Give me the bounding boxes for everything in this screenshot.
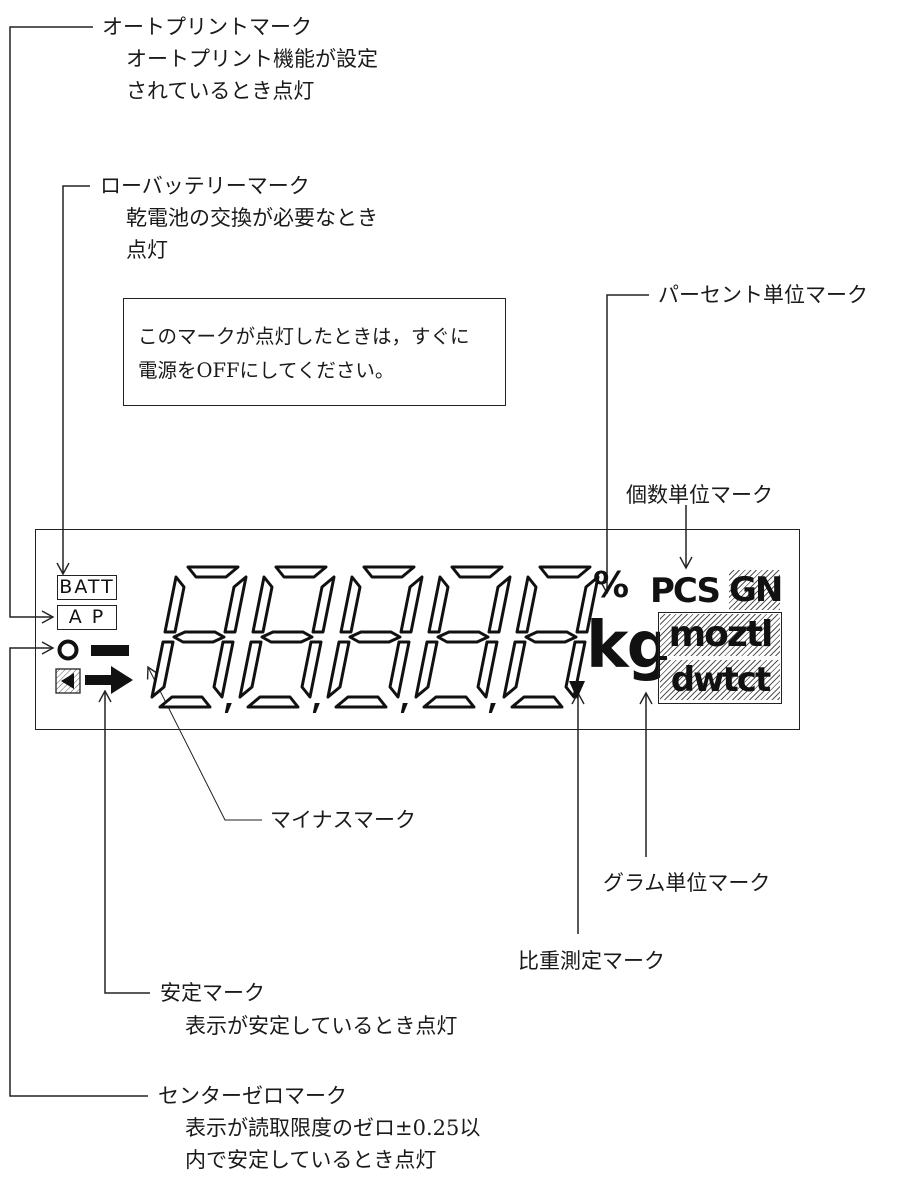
kg-indicator: kg [586,609,672,683]
warning-box: このマークが点灯したときは，すぐに 電源をOFFにしてください。 [123,298,506,406]
digit-3-segment-3 [388,640,411,699]
digit-1-segment-2 [223,575,248,634]
digit-4-segment-2 [487,575,512,634]
digit-1-segment-7 [172,630,226,644]
weight-units-frame [658,612,782,704]
pieces-unit-title: 個数単位マーク [626,483,773,507]
gn-indicator: GN [729,570,783,610]
dwtct-indicator: dwtct [660,660,780,700]
lcd-display-frame [35,529,800,730]
mozt-text: mozt [668,614,763,655]
autoprint-desc-line2: されているとき点灯 [126,79,315,103]
low-battery-desc-line2: 点灯 [126,238,168,262]
minus-icon [91,645,129,656]
digit-1 [150,565,248,713]
digit-2 [238,565,336,713]
specific-gravity-icon [569,681,585,699]
ap-indicator: A P [57,605,117,630]
low-battery-leader [56,185,90,576]
center-zero-leader [9,641,148,1097]
digit-2-segment-2 [311,575,336,634]
digit-2-segment-5 [238,640,263,699]
autoprint-title: オートプリントマーク [102,15,312,39]
digit-2-segment-4 [246,695,300,709]
percent-indicator: % [593,565,630,606]
digit-4-segment-6 [427,575,450,634]
percent-unit-title: パーセント単位マーク [658,283,868,307]
low-battery-title: ローバッテリーマーク [100,174,310,198]
ct-text: ct [736,660,771,700]
digit-2-segment-1 [274,565,328,579]
digit-5-segment-2 [575,575,600,634]
digit-3-segment-1 [362,565,416,579]
digit-2-segment-3 [300,640,323,699]
digit-3 [326,565,424,713]
decimal-comma-4 [488,703,496,713]
digit-4-segment-1 [450,565,504,579]
digit-1-segment-1 [186,565,240,579]
digit-5-segment-1 [538,565,592,579]
center-zero-title: センターゼロマーク [158,1084,347,1108]
decimal-comma-2 [312,703,320,713]
center-zero-desc-line1: 表示が読取限度のゼロ±0.25以 [185,1116,481,1140]
mozt-indicator: moztl [660,614,780,656]
digit-5-segment-5 [502,640,527,699]
gram-unit-title: グラム単位マーク [603,871,771,895]
minus-mark-title: マイナスマーク [270,808,416,832]
stable-leader [98,689,150,994]
digit-2-segment-6 [251,575,274,634]
center-zero-icon [57,639,79,661]
digit-1-segment-4 [158,695,212,709]
digit-1-segment-5 [150,640,175,699]
digit-4 [414,565,512,713]
digit-3-segment-5 [326,640,351,699]
l-text: l [761,614,773,655]
stable-arrow-icon [85,666,133,694]
digit-5-segment-6 [515,575,538,634]
dwt-text: dwt [670,660,739,700]
digit-3-segment-4 [334,695,388,709]
pcs-indicator: PCS [650,571,721,611]
digit-4-segment-3 [476,640,499,699]
digit-1-segment-3 [212,640,235,699]
low-battery-desc-line1: 乾電池の交換が必要なとき [126,206,378,230]
decimal-comma-1 [224,703,232,713]
autoprint-desc-line1: オートプリント機能が設定 [126,47,378,71]
digit-2-segment-7 [260,630,314,644]
percent-leader [600,294,649,595]
center-zero-desc-line2: 内で安定しているとき点灯 [185,1148,437,1172]
digit-4-segment-5 [414,640,439,699]
digit-5-segment-4 [510,695,564,709]
stable-mark-desc: 表示が安定しているとき点灯 [185,1014,458,1038]
digit-3-segment-2 [399,575,424,634]
seven-segment-digits [150,565,600,713]
batt-indicator: BATT [57,575,117,600]
digit-4-segment-4 [422,695,476,709]
warning-line2: 電源をOFFにしてください。 [138,359,395,382]
minus-leader [146,665,262,821]
digit-3-segment-6 [339,575,362,634]
specific-gravity-title: 比重測定マーク [518,949,665,973]
digit-1-segment-6 [163,575,186,634]
digit-5-segment-7 [524,630,578,644]
warning-line1: このマークが点灯したときは，すぐに [138,325,470,348]
decimal-comma-3 [400,703,408,713]
stable-mark-title: 安定マーク [160,981,265,1005]
digit-4-segment-7 [436,630,490,644]
digit-3-segment-7 [348,630,402,644]
autoprint-leader [9,26,93,624]
left-triangle-icon [55,668,81,694]
